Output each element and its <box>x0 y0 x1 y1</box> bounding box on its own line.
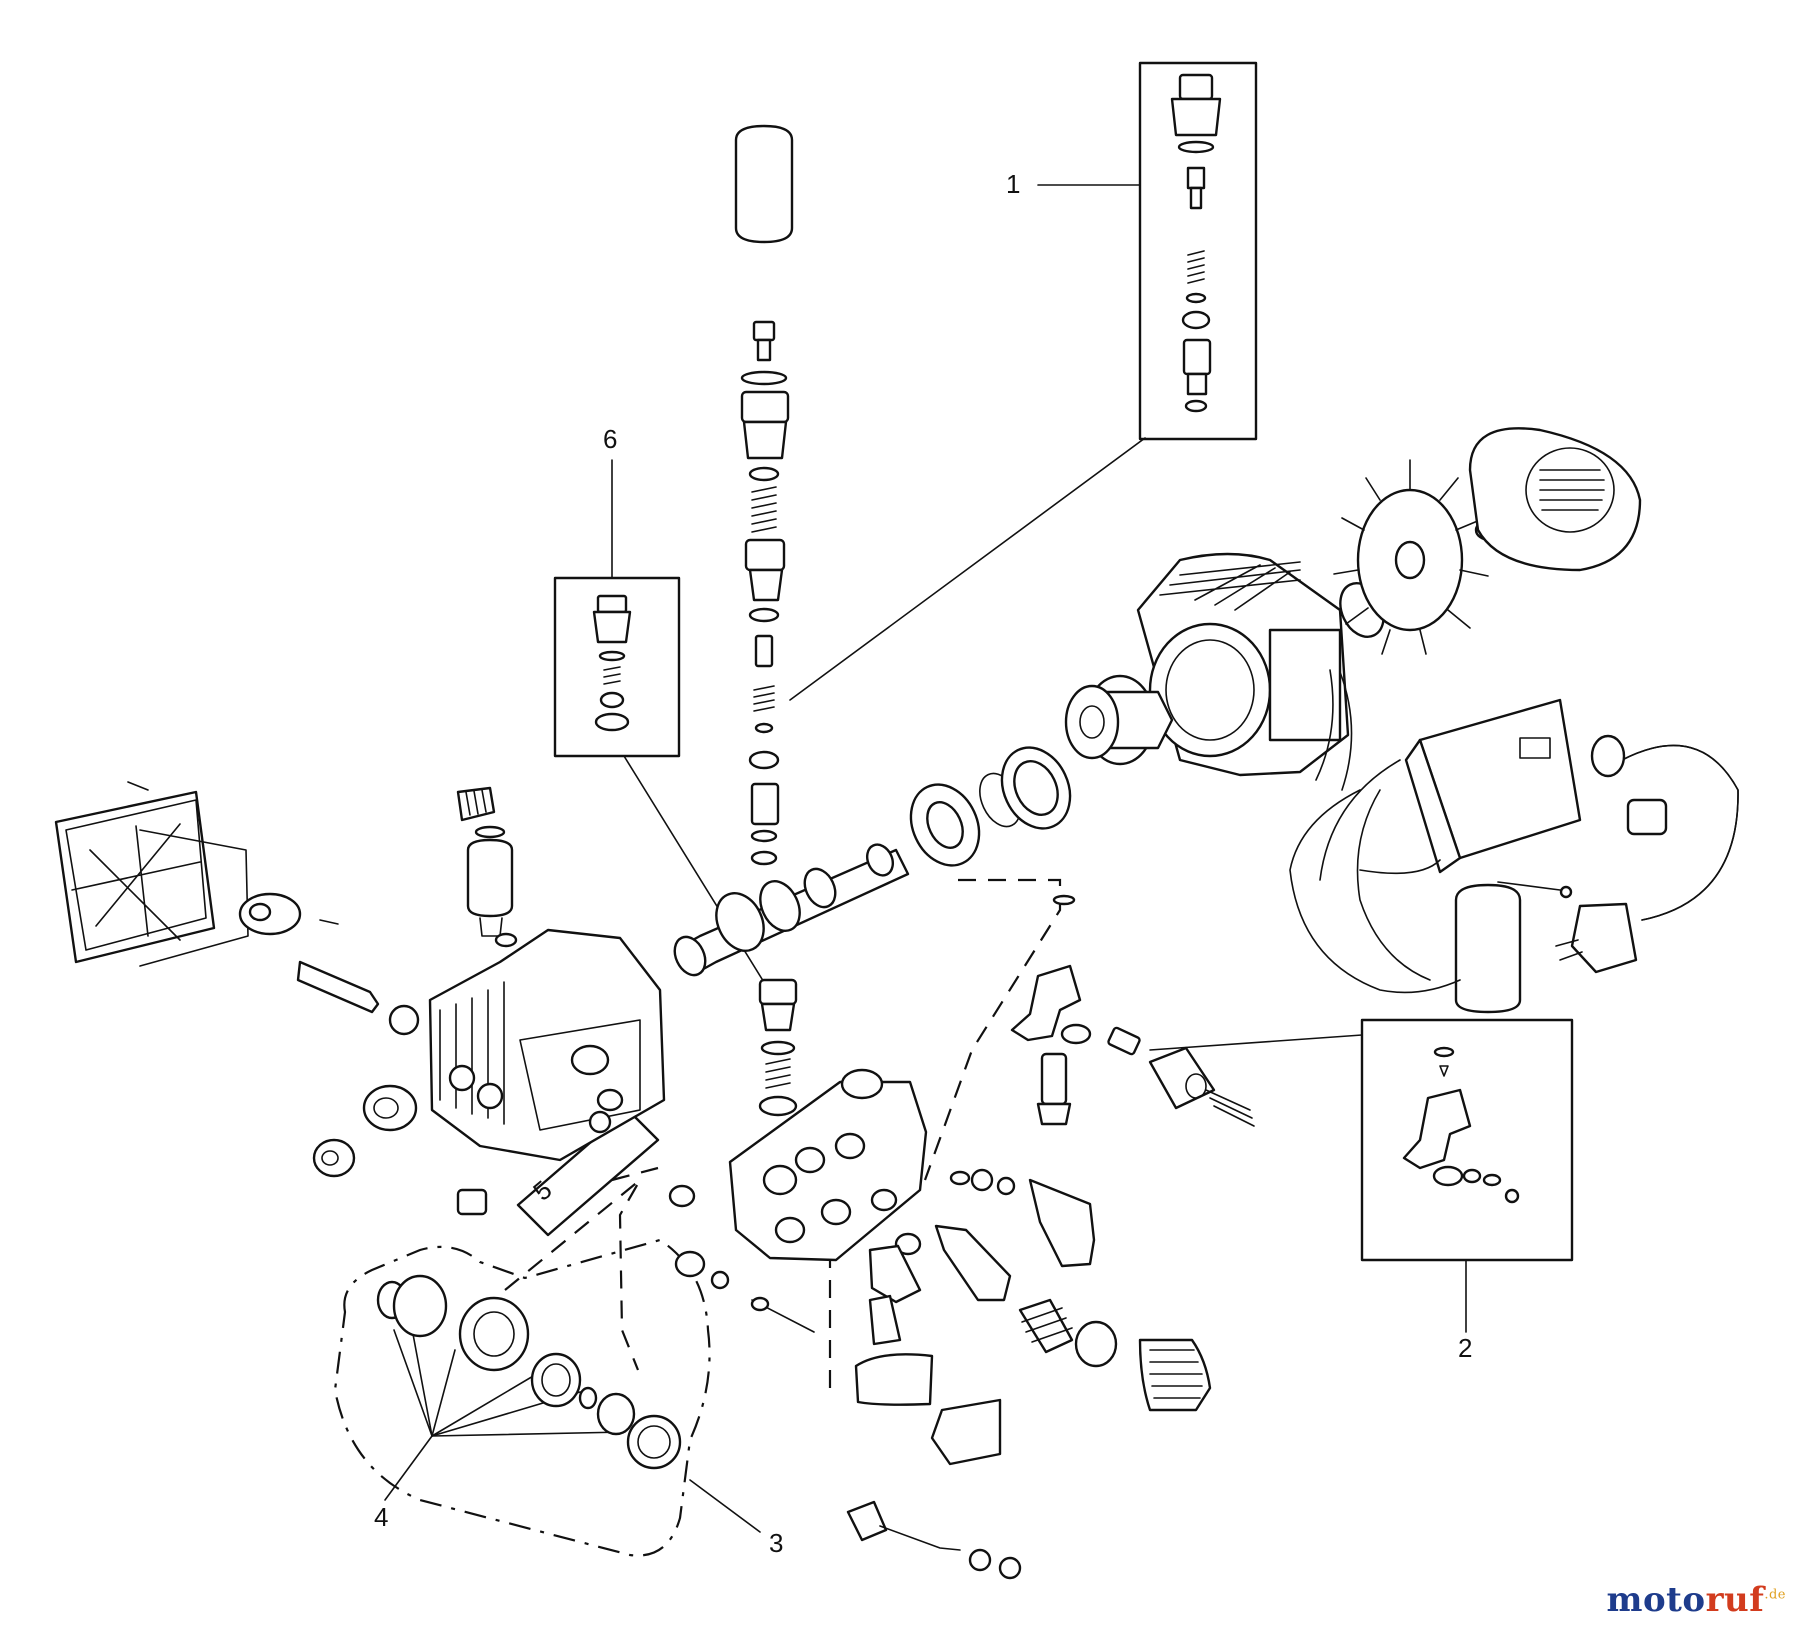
kit-box-1 <box>1138 61 1258 441</box>
kit-box-2 <box>1360 1018 1574 1262</box>
dashed-guide-b <box>923 878 1062 1181</box>
electric-motor <box>1064 552 1353 791</box>
dashed-guide-a <box>504 1166 659 1371</box>
bottom-small-parts <box>668 1184 1022 1580</box>
manifold-head <box>728 1068 928 1262</box>
watermark-moto: moto <box>1606 1580 1706 1620</box>
callout-1: 1 <box>1006 169 1020 199</box>
bearings <box>909 582 1385 867</box>
unloader-assembly <box>1010 894 1255 1127</box>
oil-filler-parts <box>238 786 612 1216</box>
kit-2-unloader-parts <box>1402 1046 1520 1204</box>
leader-lines <box>384 184 1467 1533</box>
callout-3: 3 <box>769 1528 783 1558</box>
motor-wires <box>1289 789 1461 994</box>
kit-1-valve-parts <box>1170 73 1222 413</box>
seal-kit <box>376 1274 682 1470</box>
callout-2: 2 <box>1458 1333 1472 1363</box>
dashed-group-3 <box>333 1238 711 1557</box>
crankshaft <box>673 843 910 977</box>
kit-6-valve-parts <box>592 594 632 732</box>
outlet-fittings <box>868 1168 1212 1412</box>
watermark-ruf: ruf <box>1705 1580 1765 1620</box>
rear-cover-plate <box>54 781 249 967</box>
kit-box-6 <box>553 576 681 758</box>
fan-cover <box>1468 427 1642 572</box>
callout-4: 4 <box>374 1502 388 1532</box>
valve-stack-top <box>734 124 794 866</box>
switch-box <box>1319 698 1582 881</box>
callout-6: 6 <box>603 424 617 454</box>
valve-stack-middle <box>758 978 798 1117</box>
callout-5: 5 <box>527 1174 557 1206</box>
capacitor <box>1454 881 1573 1014</box>
power-cord <box>1555 734 1739 974</box>
pump-crankcase <box>428 928 666 1162</box>
watermark-suffix: .de <box>1764 1587 1786 1603</box>
motoruf-watermark: motoruf.de <box>1607 1580 1786 1620</box>
